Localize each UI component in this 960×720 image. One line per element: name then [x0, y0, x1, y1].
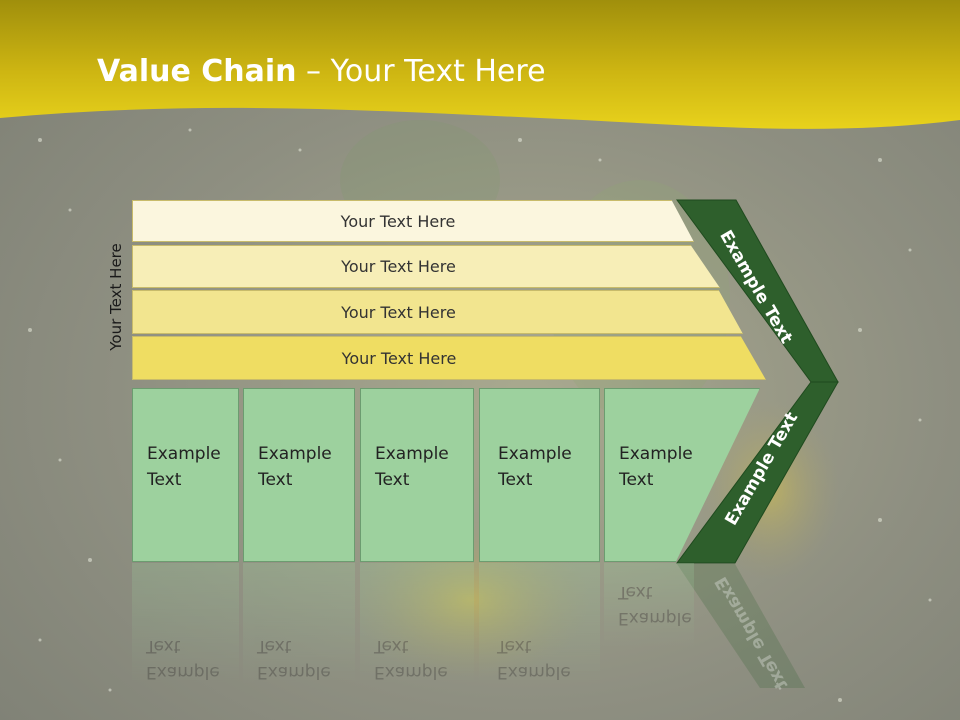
header-band: [0, 0, 960, 129]
side-label: Your Text Here: [107, 243, 125, 351]
title-bold: Value Chain: [97, 54, 297, 89]
chevron-reflection: [677, 564, 805, 688]
support-bar-3: Your Text Here: [132, 290, 743, 334]
water-droplets: [28, 128, 932, 702]
chevron-bottom-arm: [676, 381, 839, 564]
support-bar-2: Your Text Here: [132, 245, 720, 288]
support-bar-label: Your Text Here: [341, 302, 456, 322]
support-bar-1: Your Text Here: [132, 200, 694, 242]
page-title: Value Chain – Your Text Here: [97, 54, 546, 89]
title-rest: – Your Text Here: [296, 54, 546, 89]
support-bar-label: Your Text Here: [340, 211, 456, 231]
support-bar-4: Your Text Here: [132, 336, 766, 380]
support-bar-label: Your Text Here: [341, 257, 456, 276]
support-bar-label: Your Text Here: [341, 348, 457, 368]
